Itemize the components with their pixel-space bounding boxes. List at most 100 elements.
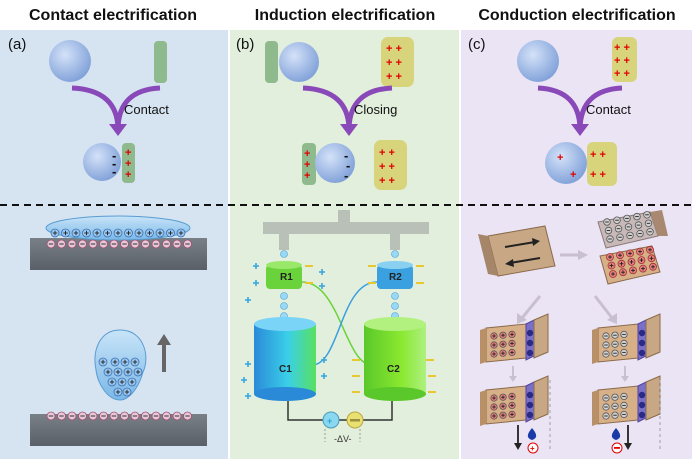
label-r2: R2 bbox=[389, 272, 402, 283]
dot-charge bbox=[526, 329, 534, 337]
bottom-wire bbox=[287, 401, 393, 421]
dot-charge bbox=[526, 401, 534, 409]
title-induction: Induction electrification bbox=[255, 7, 435, 24]
plus-sign: + bbox=[530, 444, 535, 453]
dot-charge bbox=[638, 329, 646, 337]
dot-charge bbox=[638, 401, 646, 409]
minus-sign: - bbox=[112, 148, 116, 163]
plus-sign: + + bbox=[379, 161, 395, 173]
plate-open bbox=[533, 313, 549, 359]
positive-charge-icon bbox=[527, 442, 539, 454]
ring-r2 bbox=[377, 265, 413, 289]
minus-sign: - bbox=[346, 158, 350, 173]
water-film bbox=[45, 215, 191, 241]
plus-row bbox=[50, 228, 186, 238]
nozzle bbox=[390, 232, 400, 250]
panel-label-a: (a) bbox=[8, 36, 26, 53]
drop-icon bbox=[527, 428, 537, 440]
label-c2: C2 bbox=[387, 364, 400, 375]
dot-charge bbox=[638, 339, 646, 347]
dot-charge bbox=[526, 349, 534, 357]
cross-wire bbox=[311, 281, 378, 366]
ground-plate bbox=[30, 414, 207, 446]
water-droplet bbox=[280, 292, 288, 300]
dot-charge bbox=[638, 349, 646, 357]
down-arrow-head bbox=[514, 443, 522, 450]
plate-open bbox=[645, 375, 661, 421]
plus-sign: + bbox=[570, 169, 576, 181]
plate-open bbox=[533, 375, 549, 421]
up-arrow-head bbox=[157, 334, 171, 345]
sphere-charged bbox=[545, 142, 587, 184]
flow-arrow bbox=[593, 295, 614, 319]
sphere bbox=[279, 42, 319, 82]
action-contact: Contact bbox=[586, 102, 631, 117]
action-closing: Closing bbox=[354, 102, 397, 117]
sphere-charged bbox=[315, 143, 355, 183]
flow-arrow-head bbox=[517, 313, 527, 324]
swap-arrow bbox=[504, 241, 536, 248]
dot-charge bbox=[638, 391, 646, 399]
kelvin-dropper: R1 R2 C1 C2 + -ΔV- bbox=[241, 210, 436, 444]
panel-label-c: (c) bbox=[468, 36, 486, 53]
plate-lower-charges bbox=[606, 245, 657, 278]
container-c2 bbox=[364, 324, 426, 394]
sphere bbox=[517, 40, 559, 82]
plus-sign: + + bbox=[386, 57, 402, 69]
plus-sign: + bbox=[304, 159, 310, 171]
droplet-surface-1 bbox=[30, 215, 207, 270]
minus-row bbox=[46, 411, 192, 421]
water-droplet bbox=[391, 292, 399, 300]
flow-arrow-head bbox=[621, 376, 629, 382]
plus-sign: + + bbox=[386, 43, 402, 55]
ring-r2-top bbox=[377, 261, 413, 269]
arrow-head bbox=[340, 124, 358, 136]
title-conduction: Conduction electrification bbox=[478, 7, 675, 24]
green-bar-charged bbox=[122, 143, 135, 183]
ring-r1 bbox=[266, 265, 302, 289]
charged-pad bbox=[587, 142, 617, 186]
charged-pad bbox=[612, 37, 637, 82]
flow-arrow bbox=[520, 295, 542, 319]
green-bar bbox=[265, 41, 278, 83]
plus-sign: + bbox=[304, 148, 310, 160]
plate-side bbox=[480, 328, 486, 364]
plus-sign: + bbox=[125, 147, 131, 159]
dot-charge bbox=[526, 411, 534, 419]
label-delta-v: -ΔV- bbox=[334, 434, 352, 444]
ring-r1-top bbox=[266, 261, 302, 269]
sphere bbox=[49, 40, 91, 82]
container-c2-bottom bbox=[364, 387, 426, 401]
flow-arrow-head bbox=[578, 250, 588, 260]
merge-arrow bbox=[71, 85, 161, 131]
minus-sign: - bbox=[344, 168, 348, 183]
plate-side bbox=[480, 390, 486, 426]
panel-label-b: (b) bbox=[236, 36, 254, 53]
minus-sign: - bbox=[112, 156, 116, 171]
nozzle bbox=[279, 232, 289, 250]
plus-sign: + + bbox=[386, 71, 402, 83]
container-c2-top bbox=[364, 317, 426, 331]
label-r1: R1 bbox=[280, 272, 293, 283]
panel-c: (c) + + + + + + Contact + + + + + + bbox=[468, 36, 637, 186]
flow-arrow-head bbox=[607, 313, 617, 324]
plus-sign: + bbox=[304, 170, 310, 182]
green-bar-charged bbox=[302, 143, 316, 185]
water-droplet bbox=[391, 302, 399, 310]
water-droplet bbox=[391, 250, 399, 258]
title-contact: Contact electrification bbox=[29, 7, 197, 24]
container-c1-top bbox=[254, 317, 316, 331]
down-arrow-head bbox=[624, 443, 632, 450]
water-droplet bbox=[280, 302, 288, 310]
electrode-positive bbox=[322, 411, 340, 429]
action-contact: Contact bbox=[124, 102, 169, 117]
droplet-surface-2 bbox=[30, 329, 207, 446]
swap-arrow bbox=[509, 257, 541, 264]
plus-sign: + + bbox=[379, 175, 395, 187]
dot-charge bbox=[638, 411, 646, 419]
sphere-charged bbox=[83, 143, 121, 181]
swap-arrow-head bbox=[532, 238, 540, 246]
merge-arrow bbox=[537, 85, 623, 131]
droplet-charges bbox=[98, 357, 143, 397]
